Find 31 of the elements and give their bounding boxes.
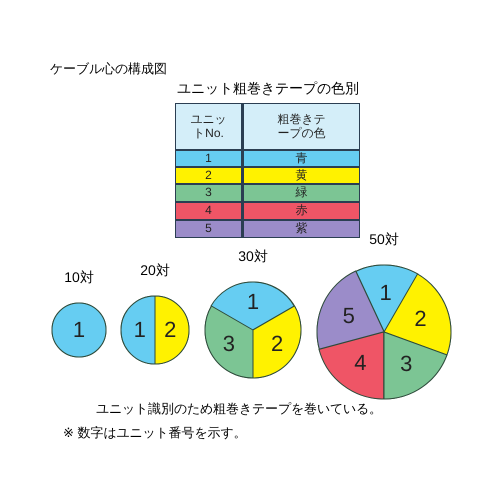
unit-number: 5 <box>342 304 355 327</box>
unit-number: 1 <box>246 291 260 314</box>
table-cell: 黄 <box>243 167 360 184</box>
pair-count-heading: 50対 <box>369 231 399 249</box>
unit-number: 2 <box>164 319 176 341</box>
table-cell: 3 <box>175 184 243 202</box>
unit-number: 1 <box>72 319 86 341</box>
table-cell: 紫 <box>243 220 360 238</box>
table-header-cell: 粗巻きテープの色 <box>243 103 360 150</box>
table-header-cell: ユニットNo. <box>175 103 243 150</box>
table-cell: 青 <box>243 150 360 167</box>
table-cell: 赤 <box>243 202 360 220</box>
table-title: ユニット粗巻きテープの色別 <box>177 80 359 98</box>
note-text: ユニット識別のため粗巻きテープを巻いている。 <box>96 400 382 418</box>
table-cell: 2 <box>175 167 243 184</box>
diagram-title: ケーブル心の構成図 <box>50 60 167 78</box>
pair-count-heading: 10対 <box>64 269 94 287</box>
unit-number: 2 <box>414 308 427 330</box>
unit-number: 1 <box>380 282 392 304</box>
unit-number: 1 <box>134 319 146 341</box>
table-cell: 5 <box>175 220 243 238</box>
unit-number: 2 <box>270 332 284 355</box>
unit-number: 3 <box>400 352 412 375</box>
table-cell: 4 <box>175 202 243 220</box>
table-cell: 1 <box>175 150 243 167</box>
note-text: ※ 数字はユニット番号を示す。 <box>63 424 247 442</box>
unit-number: 3 <box>222 332 235 355</box>
pair-count-heading: 20対 <box>140 262 170 280</box>
table-cell: 緑 <box>243 184 360 202</box>
pair-count-heading: 30対 <box>238 248 268 266</box>
unit-number: 4 <box>354 352 366 374</box>
